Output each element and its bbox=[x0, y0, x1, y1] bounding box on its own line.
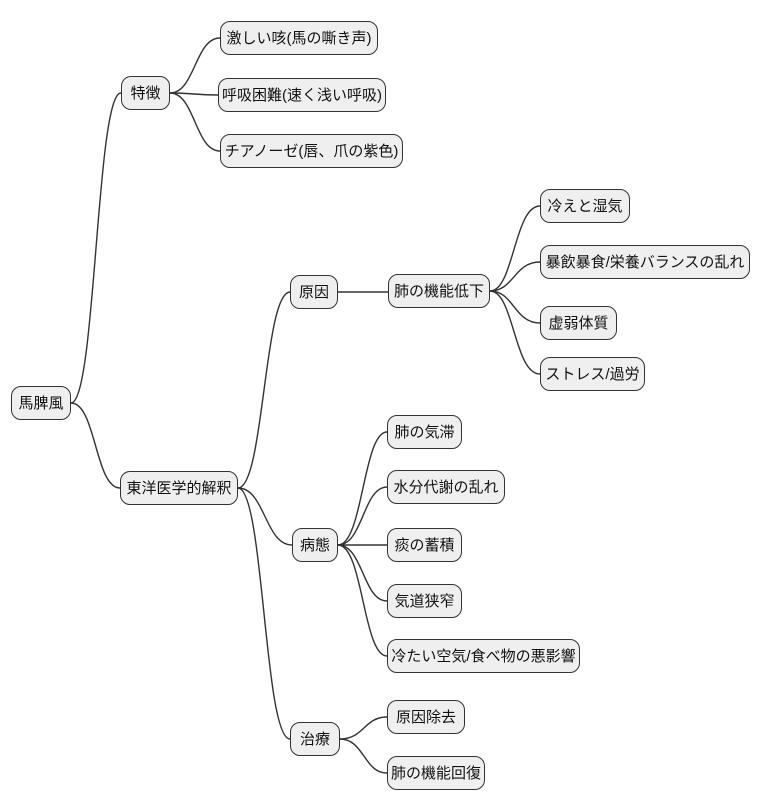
node-cause-removal[interactable]: 原因除去 bbox=[387, 700, 465, 734]
node-overeating[interactable]: 暴飲暴食/栄養バランスの乱れ bbox=[540, 245, 750, 279]
node-cyanosis[interactable]: チアノーゼ(唇、爪の紫色) bbox=[220, 134, 403, 168]
edge-tcm-pathology bbox=[237, 487, 293, 546]
edge-pathology-water-metabolism bbox=[337, 486, 388, 546]
edge-tcm-cause bbox=[237, 291, 291, 489]
node-phlegm-accumulation[interactable]: 痰の蓄積 bbox=[387, 528, 462, 562]
node-weak-constitution[interactable]: 虚弱体質 bbox=[540, 306, 617, 340]
edge-pathology-airway-narrowing bbox=[337, 544, 388, 602]
edge-pathology-lung-qi-stagnation bbox=[337, 431, 388, 546]
node-lung-decline[interactable]: 肺の機能低下 bbox=[388, 274, 490, 308]
node-airway-narrowing[interactable]: 気道狭窄 bbox=[387, 584, 462, 618]
node-cold-air-food[interactable]: 冷たい空気/食べ物の悪影響 bbox=[387, 639, 580, 673]
edge-treatment-lung-recovery bbox=[339, 738, 388, 774]
edge-lung-decline-overeating bbox=[489, 261, 541, 292]
edge-lung-decline-stress-overwork bbox=[489, 290, 541, 375]
edge-lung-decline-cold-damp bbox=[489, 205, 541, 292]
node-treatment[interactable]: 治療 bbox=[290, 722, 340, 756]
node-root[interactable]: 馬脾風 bbox=[11, 386, 71, 420]
node-cause[interactable]: 原因 bbox=[290, 275, 338, 309]
node-water-metabolism[interactable]: 水分代謝の乱れ bbox=[387, 470, 505, 504]
node-stress-overwork[interactable]: ストレス/過労 bbox=[540, 357, 645, 391]
node-pathology[interactable]: 病態 bbox=[292, 528, 338, 562]
edge-features-severe-cough bbox=[169, 37, 221, 94]
edge-root-tcm-interpretation bbox=[70, 402, 121, 489]
edge-features-cyanosis bbox=[169, 92, 221, 152]
edge-treatment-cause-removal bbox=[339, 716, 388, 740]
node-lung-recovery[interactable]: 肺の機能回復 bbox=[387, 756, 485, 790]
node-tcm-interpretation[interactable]: 東洋医学的解釈 bbox=[120, 471, 238, 505]
edge-features-dyspnea bbox=[169, 92, 219, 96]
edge-lung-decline-weak-constitution bbox=[489, 290, 541, 324]
edge-pathology-cold-air-food bbox=[337, 544, 388, 657]
node-cold-damp[interactable]: 冷えと湿気 bbox=[540, 189, 630, 223]
node-dyspnea[interactable]: 呼吸困難(速く浅い呼吸) bbox=[218, 78, 386, 112]
node-lung-qi-stagnation[interactable]: 肺の気滞 bbox=[387, 415, 462, 449]
node-features[interactable]: 特徴 bbox=[121, 76, 170, 110]
edge-tcm-treatment bbox=[237, 487, 291, 740]
edge-root-features bbox=[70, 92, 122, 404]
node-severe-cough[interactable]: 激しい咳(馬の嘶き声) bbox=[220, 21, 378, 55]
